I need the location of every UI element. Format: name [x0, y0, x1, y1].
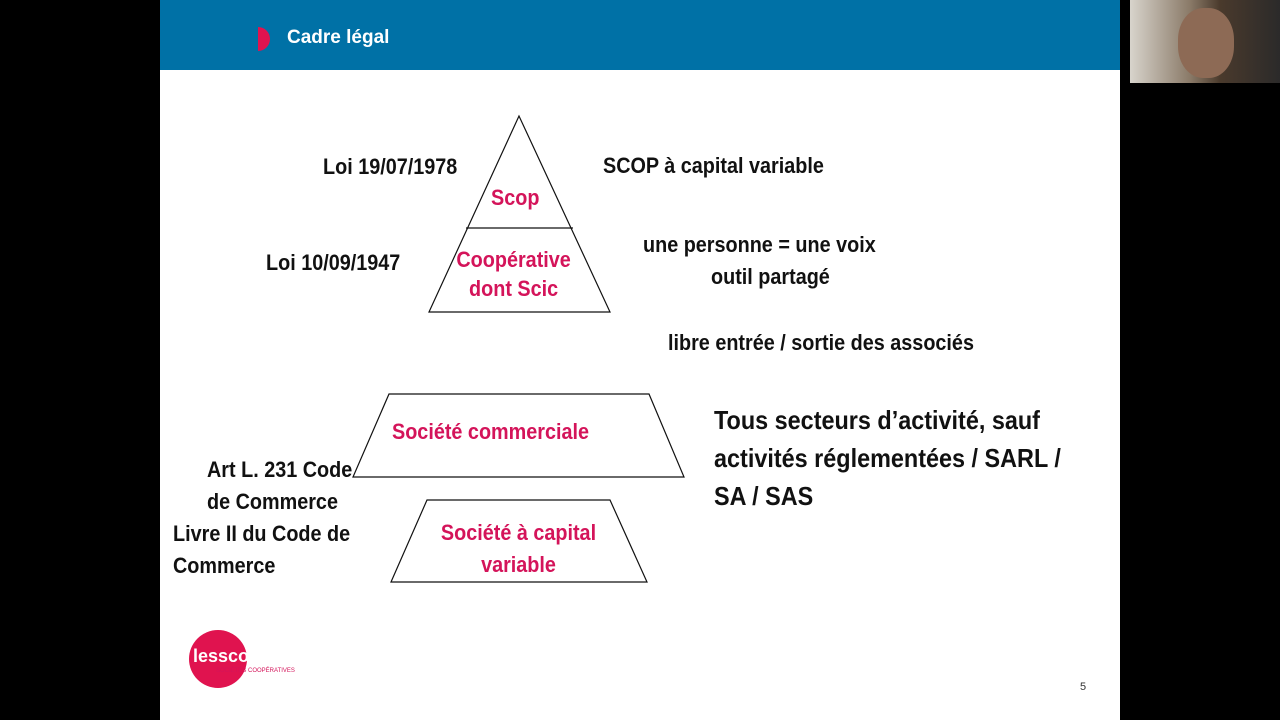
slide: Cadre légal Loi 19/07/1978 Loi 10/09/194…	[160, 0, 1120, 720]
header-marker-icon	[258, 27, 270, 51]
lesscop-logo	[189, 630, 247, 688]
pyramid-top-label: Scop	[491, 185, 540, 210]
scop-capital-label: SCOP à capital variable	[603, 153, 824, 178]
trapezoid-commerciale	[352, 393, 685, 478]
art-l231-label: Art L. 231 Code de Commerce	[207, 457, 353, 514]
libre-label: libre entrée / sortie des associés	[668, 330, 974, 355]
loi-1978-label: Loi 19/07/1978	[323, 154, 458, 179]
pyramid-shape	[428, 114, 611, 313]
slide-title: Cadre légal	[287, 27, 390, 48]
societe-commerciale-label: Société commerciale	[392, 419, 590, 444]
livre-ii-label: Livre II du Code de Commerce	[173, 521, 351, 578]
loi-1947-label: Loi 10/09/1947	[266, 250, 401, 275]
webcam-video	[1130, 0, 1280, 83]
diagram-shapes	[352, 114, 685, 583]
pyramid-middle-label: Coopérative dont Scic	[456, 247, 571, 301]
logo-subtitle: SOCIÉTÉS COOPÉRATIVES	[216, 668, 295, 674]
logo-text: lesscop	[193, 646, 261, 666]
page-number: 5	[1080, 681, 1087, 693]
une-voix-label: une personne = une voix	[643, 232, 876, 257]
trapezoid-capital-variable	[390, 499, 648, 583]
outil-label: outil partagé	[711, 264, 830, 289]
secteurs-label: Tous secteurs d’activité, sauf activités…	[714, 405, 1061, 511]
capital-variable-label: Société à capital variable	[440, 520, 597, 577]
slide-header: Cadre légal	[160, 0, 1120, 70]
presenter-face	[1178, 8, 1234, 78]
